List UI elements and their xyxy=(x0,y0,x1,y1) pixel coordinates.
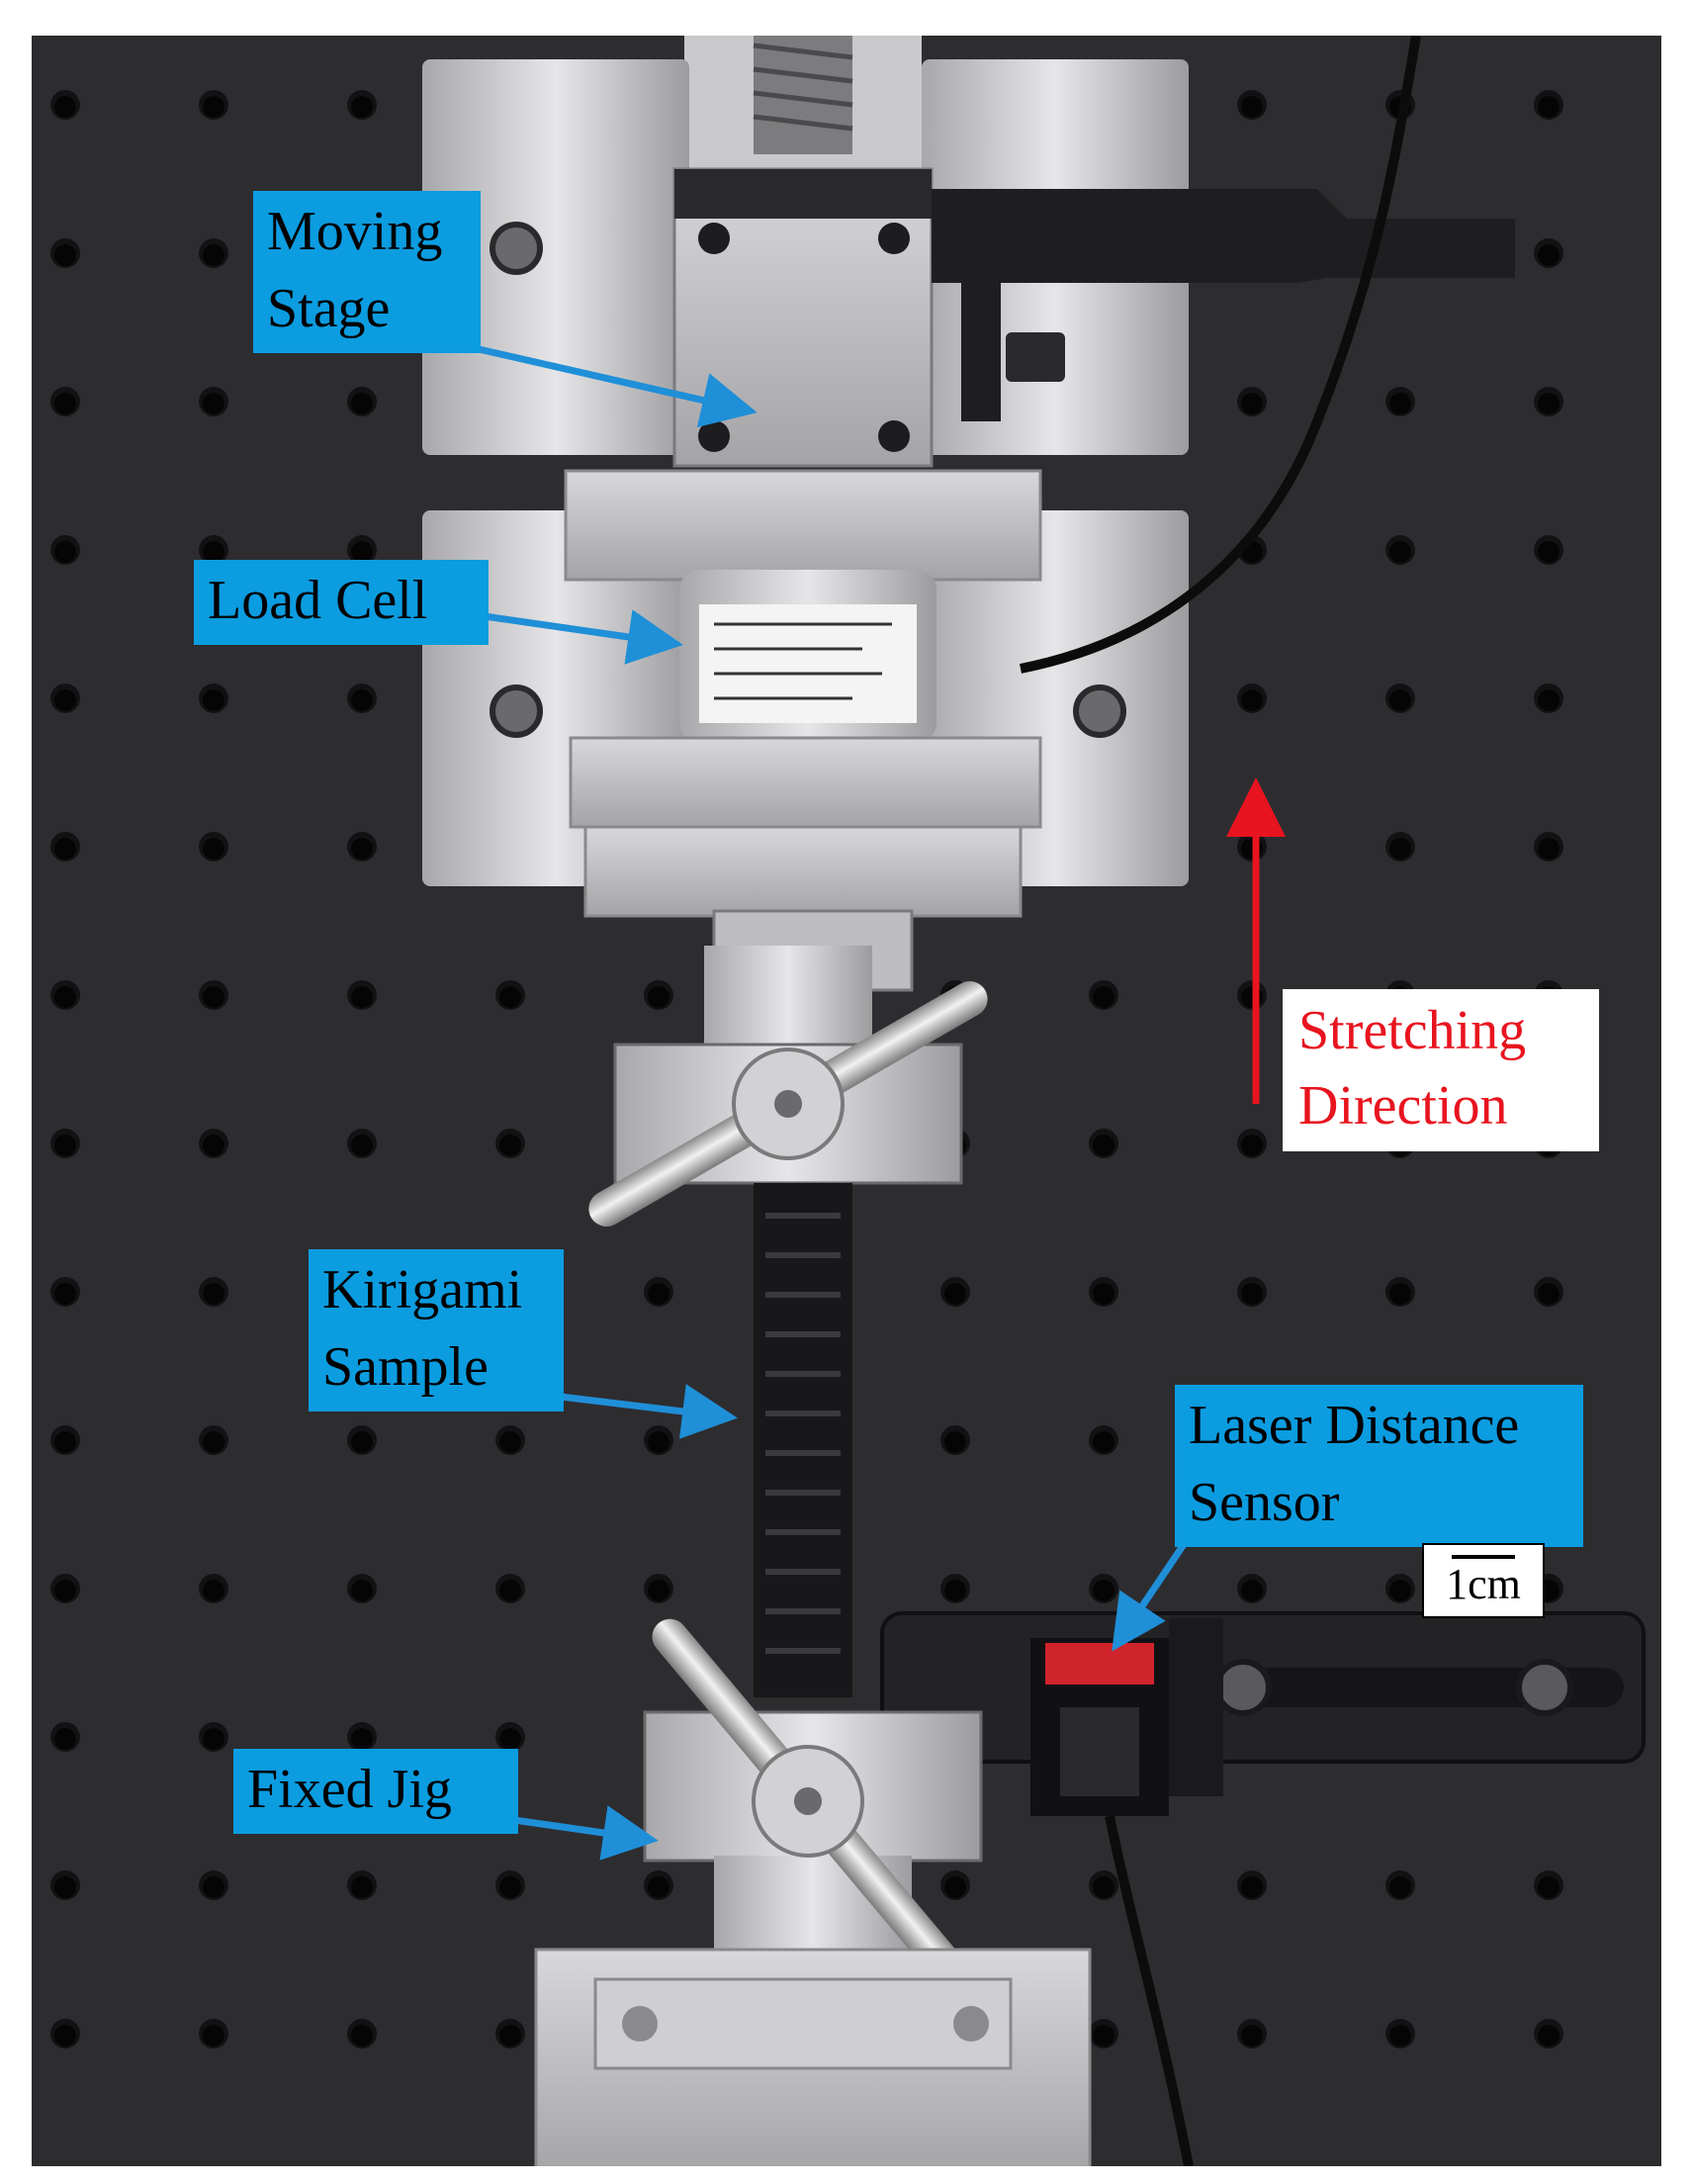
right-bolt xyxy=(1073,684,1126,738)
laser-window xyxy=(1045,1643,1154,1684)
callout-moving-stage: Moving Stage xyxy=(253,191,481,353)
callout-fixed-jig: Fixed Jig xyxy=(233,1749,518,1834)
left-bolt xyxy=(490,222,543,275)
fixed-jig-rod xyxy=(652,1618,964,1984)
scale-bar-line xyxy=(1452,1555,1515,1559)
left-carriage-plate xyxy=(422,59,689,455)
load-cell-bottom-plate xyxy=(569,736,1042,829)
load-cell-label xyxy=(699,604,917,723)
arrow-kirigami-sample xyxy=(535,1384,738,1439)
callout-load-cell: Load Cell xyxy=(194,560,489,645)
kirigami-cuts xyxy=(765,1213,841,1654)
upper-clamp-rod xyxy=(588,981,988,1227)
load-cell-cable xyxy=(1020,36,1421,674)
arrow-load-cell xyxy=(456,608,683,665)
callout-kirigami-sample: Kirigami Sample xyxy=(309,1249,564,1411)
kirigami-sample xyxy=(754,1183,852,1697)
load-cell-top-plate xyxy=(564,469,1042,582)
stretching-arrow-head xyxy=(1226,777,1286,837)
stage-top-bracket xyxy=(674,169,932,219)
scale-bar: 1cm xyxy=(1422,1543,1545,1618)
arrow-moving-stage xyxy=(456,340,758,427)
stretching-direction-label: Stretching Direction xyxy=(1283,989,1599,1151)
scale-bar-label: 1cm xyxy=(1446,1560,1521,1608)
arrow-laser-sensor xyxy=(1112,1535,1192,1652)
upper-clamp-neck xyxy=(704,946,872,1059)
callout-laser-sensor: Laser Distance Sensor xyxy=(1175,1385,1583,1547)
screw-thread xyxy=(753,43,853,132)
